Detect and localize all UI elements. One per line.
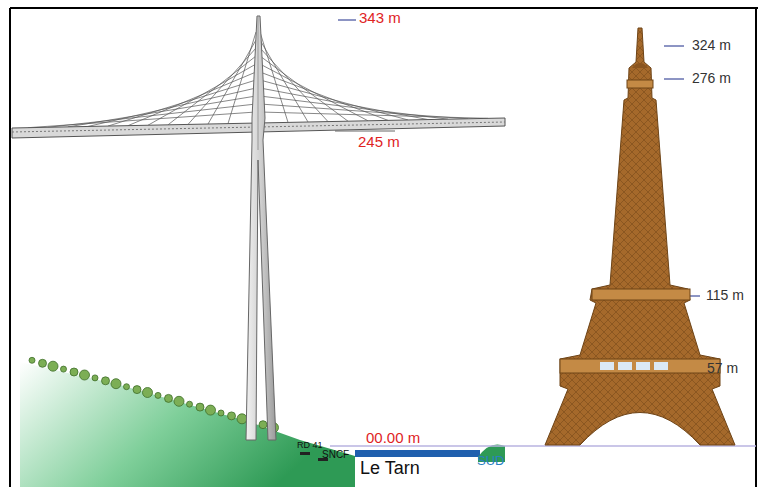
height-label: 115 m [706,288,744,302]
road-label: RD 41 [297,441,323,450]
height-label: 324 m [692,38,731,52]
tick-mark [338,20,356,21]
frame-line [755,8,757,487]
height-label: 57 m [707,361,738,375]
tick-mark [664,46,684,47]
height-label: 343 m [359,10,401,25]
river-label: Le Tarn [360,459,420,477]
ground-line [330,445,756,447]
river [355,450,480,457]
tick-mark [335,131,395,132]
height-label: 276 m [692,71,731,85]
hillside [20,362,355,487]
frame-line [10,7,758,9]
height-label: 245 m [358,134,400,149]
bridge-pylon [246,16,276,440]
frame-line [9,8,11,487]
eiffel-tower [545,28,735,445]
direction-label: SUD [477,454,504,467]
tick-mark [664,79,684,80]
ground-level-label: 00.00 m [366,430,420,445]
railway-label: SNCF [322,450,349,460]
road-mark [300,452,310,455]
tree-row [29,357,279,432]
